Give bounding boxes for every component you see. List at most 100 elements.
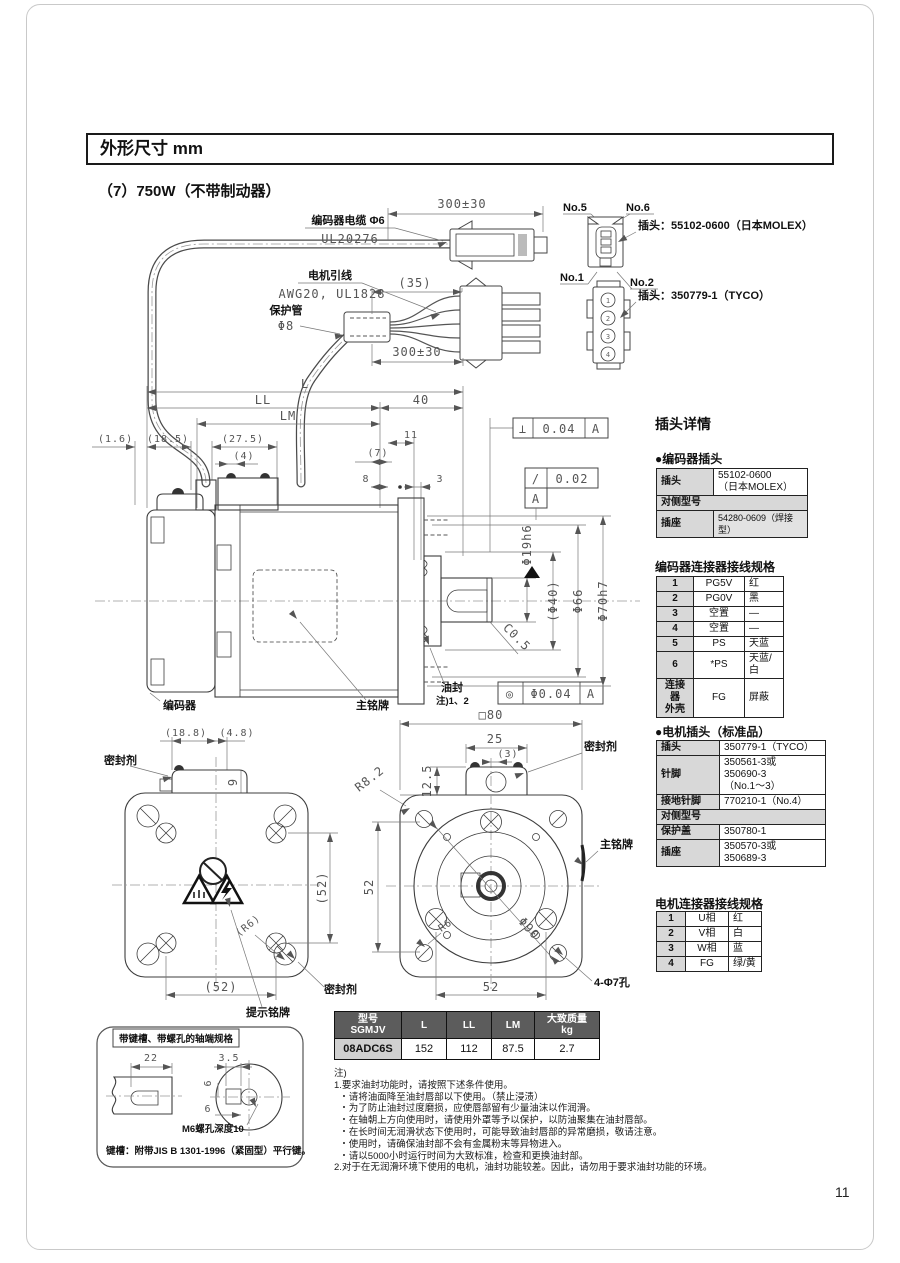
dim-8: 8: [362, 474, 369, 485]
runout-tolerance-frame: / 0.02 A: [524, 467, 599, 520]
wire-color: 红: [728, 911, 762, 927]
encoder-wiring-table: 1 PG5V 红 2 PG0V 黑 3 空置 — 4 空置 — 5 PS 天蓝 …: [656, 576, 784, 718]
LL-value: 112: [446, 1038, 492, 1060]
pin-no5-label: No.5: [563, 202, 587, 214]
page-border: [26, 4, 874, 1250]
dim-35: (35): [399, 276, 432, 290]
col-model: 型号 SGMJV: [334, 1011, 402, 1039]
wire-color: —: [744, 621, 784, 637]
front-screws: [425, 811, 557, 930]
pin-no: 3: [656, 941, 686, 957]
wire-color: 白: [728, 926, 762, 942]
rear-flange-view: (18.8) (4.8) 9 密封剂: [104, 728, 357, 1019]
cell-value: 350570-3或 350689-3: [719, 839, 826, 867]
signal: 空置: [693, 606, 745, 622]
encoder-plug-heading: ●编码器插头: [655, 452, 723, 466]
footnotes: 注) 1.要求油封功能时，请按照下述条件使用。 ・请将油面降至油封唇部以下使用。…: [334, 1068, 713, 1174]
pin-no1-label: No.1: [560, 272, 584, 284]
signal: 空置: [693, 621, 745, 637]
cell-value: 55102-0600 （日本MOLEX）: [713, 468, 808, 496]
pin-no: 1: [656, 911, 686, 927]
cell-value: 54280-0609（焊接型）: [713, 510, 808, 538]
dim-spigot-70h7: Φ70h7: [596, 580, 610, 621]
signal: PG0V: [693, 591, 745, 607]
motor-wiring-heading: 电机连接器接线规格: [655, 897, 764, 911]
conc-value: Φ0.04: [530, 687, 571, 701]
oil-seal-label: 油封: [441, 680, 463, 694]
encoder-cable-label: 编码器电缆 Φ6: [311, 213, 384, 227]
cell-value: 350780-1: [719, 824, 826, 840]
cell-label: 针脚: [656, 755, 720, 795]
wire-color: 黑: [744, 591, 784, 607]
dim-1-6: (1.6): [98, 434, 133, 445]
pin-no: 2: [656, 591, 694, 607]
sealant-front-label: 密封剂: [584, 739, 617, 753]
perpendicularity-tolerance-frame: ⊥ 0.04 A: [489, 417, 609, 552]
dim-r6-front: R6: [437, 917, 455, 934]
cell-value: 770210-1（No.4）: [719, 794, 826, 810]
encoder-plug-drawing: [587, 216, 624, 268]
cell-label: 插头: [656, 740, 720, 756]
cable-spec-ul20276: UL20276: [321, 232, 379, 246]
datum-a-label: A: [532, 492, 540, 506]
dim-52-right: (52): [315, 872, 329, 905]
shaft-box-title: 带键槽、带螺孔的轴端规格: [119, 1033, 234, 1045]
wire-color: 天蓝: [744, 636, 784, 652]
dim-LM: LM: [280, 409, 296, 423]
dim-spigot-66: Φ66: [571, 589, 585, 614]
sealant-bottom-label: 密封剂: [324, 982, 357, 996]
pin-no: 5: [656, 636, 694, 652]
pin-no: 2: [656, 926, 686, 942]
cable-assembly-drawing: 300±30 编码器电缆 Φ6 UL20276 电机引线 AWG20, UL18…: [147, 197, 548, 488]
signal: *PS: [693, 651, 745, 679]
pin-no: 4: [656, 621, 694, 637]
dim-18-5: (18.5): [147, 434, 189, 445]
motor-wiring-table: 1 U相 红 2 V相 白 3 W相 蓝 4 FG 绿/黄: [656, 911, 762, 972]
dim-22: 22: [144, 1053, 158, 1064]
lead-spec-awg20: AWG20, UL1828: [279, 287, 386, 301]
dim-shaft-19h6: Φ19h6: [520, 524, 534, 565]
dim-LL: LL: [255, 393, 271, 407]
cell-label: 对侧型号: [656, 495, 808, 511]
nameplate-outline: [252, 569, 338, 643]
svg-text:4: 4: [606, 351, 610, 359]
conc-datum: A: [587, 687, 595, 701]
dim-25: 25: [487, 732, 503, 746]
protective-tube-dia: Φ8: [278, 319, 294, 333]
runout-symbol: /: [532, 472, 540, 486]
plug-details-heading: 插头详情: [655, 416, 711, 432]
dim-4: (4): [233, 451, 254, 462]
dim-3-front: (3): [497, 749, 518, 760]
dim-6-horizontal: 6: [204, 1104, 211, 1115]
dim-11: 11: [404, 430, 418, 441]
signal: PG5V: [693, 576, 745, 592]
oil-seal-top: [423, 559, 428, 577]
dim-52-left-front: 52: [362, 879, 376, 895]
signal: PS: [693, 636, 745, 652]
svg-text:3: 3: [606, 333, 610, 341]
dim-7: (7): [367, 448, 388, 459]
motor-plug-part-label: 插头：350779-1（TYCO）: [638, 288, 770, 302]
wire-color: —: [744, 606, 784, 622]
dim-shaft-40: (Φ40): [546, 580, 560, 621]
pin-no: 3: [656, 606, 694, 622]
perp-datum: A: [592, 422, 600, 436]
page-number: 11: [835, 1184, 850, 1200]
dim-4-8: (4.8): [219, 728, 254, 739]
motor-lead-connector: [459, 277, 541, 369]
datum-target-triangle: [524, 566, 540, 578]
dim-3: 3: [436, 474, 443, 485]
cell-value: 350561-3或 350690-3 （No.1～3）: [719, 755, 826, 795]
svg-text:2: 2: [606, 315, 610, 323]
dim-300-bottom: 300±30: [392, 345, 441, 359]
warning-label-emblem: [181, 857, 245, 905]
dim-6-vertical: 6: [203, 1079, 214, 1086]
front-corner-holes: [415, 810, 567, 962]
nameplate-front-label: 主铭牌: [600, 837, 633, 851]
motor-lead-label: 电机引线: [308, 268, 352, 282]
dim-square-80: □80: [479, 708, 504, 722]
oil-seal-note-ref: 注)1、2: [436, 695, 469, 707]
dim-27-5: (27.5): [222, 434, 264, 445]
dim-chamfer-c05: C0.5: [500, 621, 533, 654]
